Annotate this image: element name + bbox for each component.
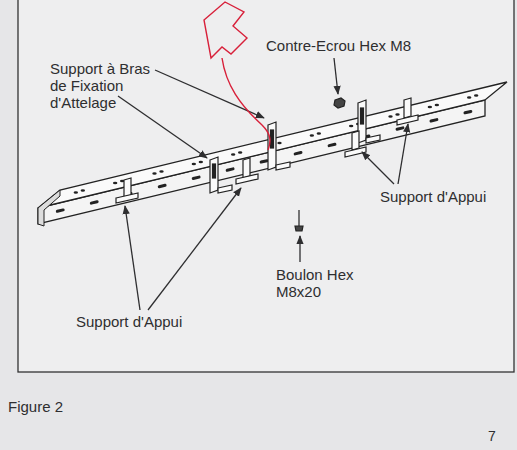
part-label: Support d'Appui <box>380 188 510 205</box>
rail-side <box>38 100 485 224</box>
part-label: Boulon Hex M8x20 <box>276 266 368 300</box>
part-label: Contre-Ecrou Hex M8 <box>266 37 446 54</box>
part-label: Support d'Appui <box>76 313 226 330</box>
support-brackets <box>116 98 418 203</box>
hitch-arm-brackets <box>210 100 380 193</box>
figure-caption: Figure 2 <box>8 398 128 415</box>
part-label: Support à Bras de Fixation d'Attelage <box>50 60 168 111</box>
leader-arrows <box>118 58 408 310</box>
page-number: 7 <box>488 428 510 445</box>
nut-bolt <box>295 98 345 231</box>
figure-frame <box>18 0 514 372</box>
red-mark <box>204 2 270 150</box>
rail-end <box>38 190 60 226</box>
